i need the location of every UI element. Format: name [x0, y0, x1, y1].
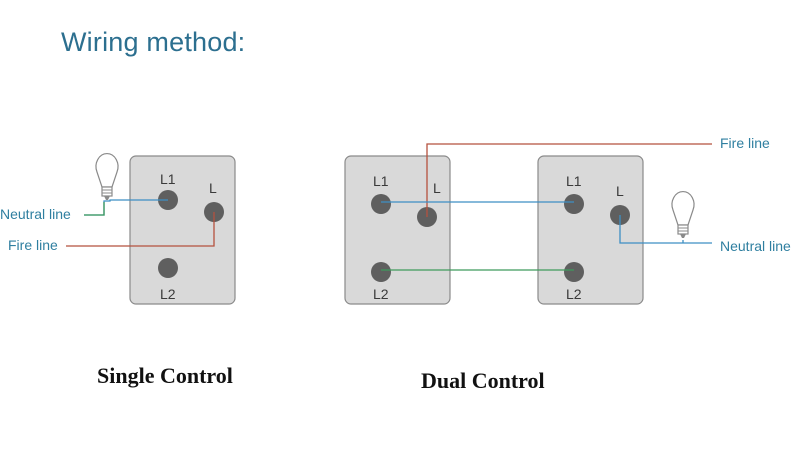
dual-control-caption: Dual Control — [421, 368, 545, 393]
terminal-label-l2: L2 — [566, 286, 582, 302]
terminal-label-l2: L2 — [373, 286, 389, 302]
switch-plate — [344, 155, 451, 305]
page-title: Wiring method: — [61, 27, 246, 57]
fire-wire — [66, 212, 215, 247]
terminal-label-l: L — [209, 180, 217, 196]
terminal-l1 — [564, 194, 584, 214]
fire-line-label: Fire line — [8, 237, 58, 253]
single-control-caption: Single Control — [97, 363, 233, 388]
terminal-label-l1: L1 — [566, 173, 582, 189]
terminal-l2 — [158, 258, 178, 278]
terminal-label-l1: L1 — [373, 173, 389, 189]
switch-plate — [129, 155, 236, 305]
terminal-l2 — [371, 262, 391, 282]
terminal-l1 — [371, 194, 391, 214]
terminal-label-l: L — [616, 183, 624, 199]
terminal-l2 — [564, 262, 584, 282]
light-bulb-icon — [95, 152, 119, 200]
terminal-label-l2: L2 — [160, 286, 176, 302]
single-control-switch: L1 L L2 — [129, 155, 236, 305]
fire-line-label: Fire line — [720, 135, 770, 151]
neutral-line-label: Neutral line — [720, 238, 791, 254]
light-bulb-icon — [671, 190, 695, 238]
neutral-wire — [619, 215, 712, 244]
terminal-label-l1: L1 — [160, 171, 176, 187]
dual-control-switch-right: L1 L L2 — [537, 155, 644, 305]
fire-wire — [426, 143, 712, 217]
neutral-line-label: Neutral line — [0, 206, 71, 222]
neutral-wire-green — [84, 202, 105, 216]
terminal-label-l: L — [433, 180, 441, 196]
dual-control-switch-left: L1 L L2 — [344, 155, 451, 305]
switch-plate — [537, 155, 644, 305]
